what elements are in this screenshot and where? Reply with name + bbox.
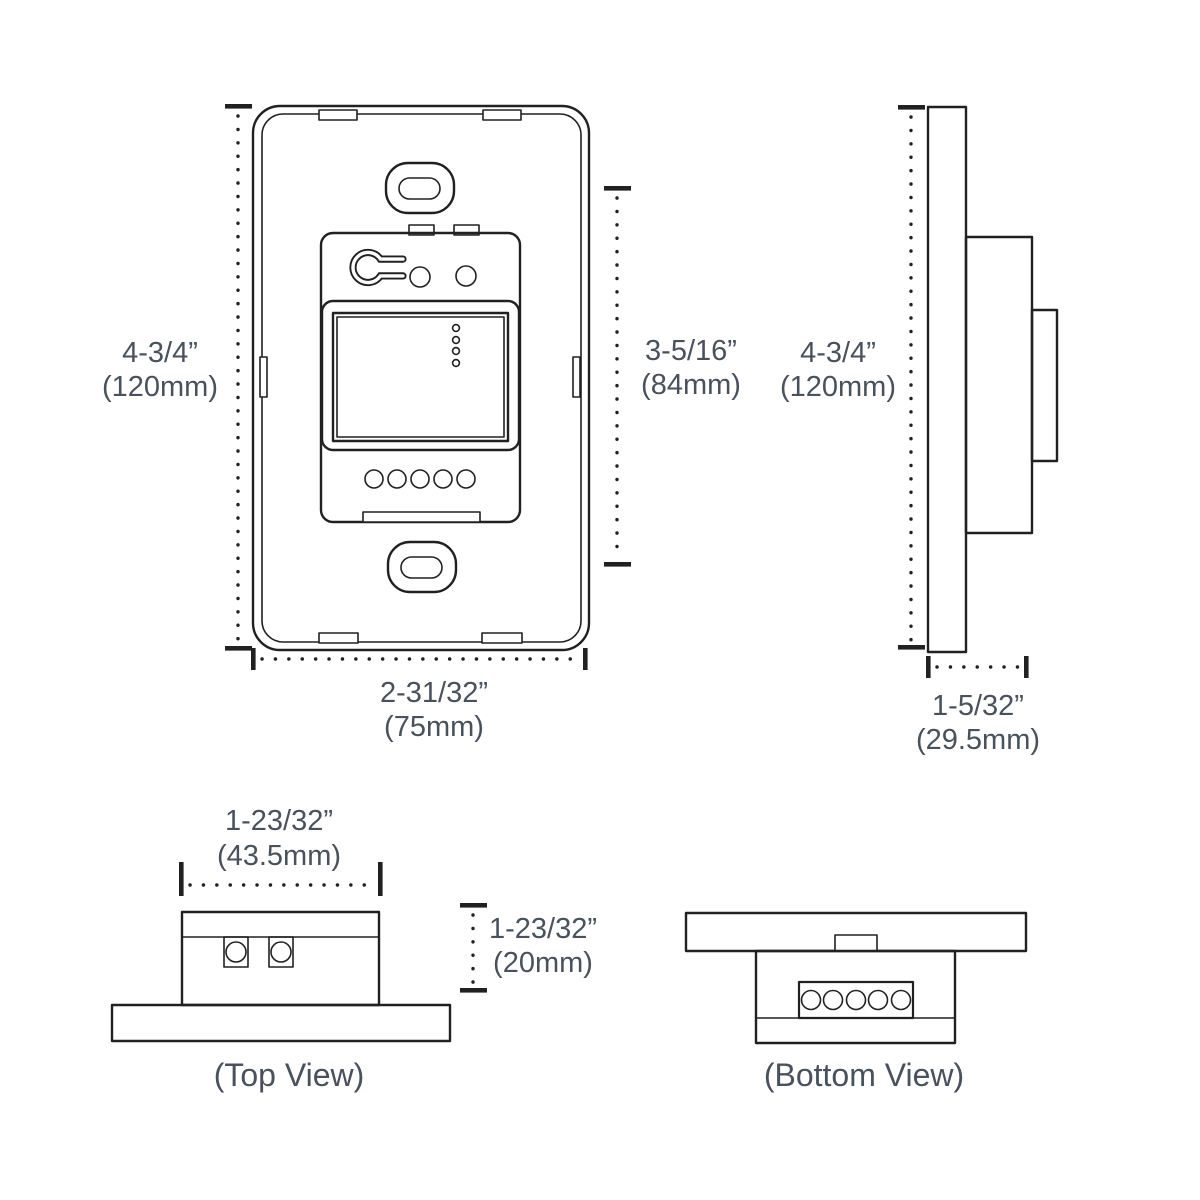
side-plate: [926, 105, 968, 654]
top-body: [180, 910, 381, 1007]
front-width-mm: (75mm): [384, 711, 484, 743]
bottom-body: [754, 949, 957, 1045]
top-view-caption: (Top View): [214, 1057, 365, 1093]
side-depth-mm: (29.5mm): [916, 724, 1040, 756]
module-outline: [319, 231, 522, 524]
top-view: 1-23/32” (43.5mm) 1-23/32” (20mm) (Top V…: [110, 805, 597, 1093]
bottom-mounting-tab: [834, 934, 878, 952]
side-height-in: 4-3/4”: [800, 337, 876, 369]
side-depth-in: 1-5/32”: [932, 690, 1024, 722]
bottom-view: (Bottom View): [684, 911, 1028, 1093]
bottom-view-caption: (Bottom View): [764, 1057, 964, 1093]
plate-bottom-tab-right: [481, 632, 523, 644]
top-depth-dimension: 1-23/32” (20mm): [460, 903, 597, 993]
side-connector-boss: [1030, 308, 1059, 463]
top-plate: [110, 1003, 452, 1043]
front-view: 4-3/4” (120mm) 3-5/16” (84mm) 2-31/32” (…: [102, 104, 741, 743]
front-width-dimension: 2-31/32” (75mm): [251, 648, 588, 743]
module-face-panel: [320, 299, 521, 452]
front-module-height-dimension: 3-5/16” (84mm): [604, 186, 741, 567]
mounting-hole-bottom: [386, 540, 458, 594]
side-body: [964, 235, 1034, 535]
display-window-outer: [331, 311, 510, 443]
top-width-in: 1-23/32”: [225, 805, 333, 837]
top-depth-in: 1-23/32”: [489, 913, 597, 945]
side-depth-dimension: 1-5/32” (29.5mm): [916, 656, 1040, 756]
plate-side-slot-left: [259, 356, 268, 398]
front-height-dimension: 4-3/4” (120mm): [102, 104, 252, 651]
front-plate-inner-line: [261, 113, 582, 643]
led-indicator-dots: [451, 323, 461, 368]
top-width-dimension: 1-23/32” (43.5mm): [179, 805, 383, 896]
side-height-dimension: 4-3/4” (120mm): [780, 105, 925, 650]
plate-side-slot-right: [572, 356, 581, 398]
display-window-inner: [336, 316, 505, 438]
module-bottom-slot: [362, 511, 481, 523]
front-plate-outline: [251, 104, 591, 652]
plate-top-tab-left: [318, 109, 358, 121]
side-view: 4-3/4” (120mm) 1-5/32” (29.5mm): [780, 105, 1059, 756]
top-depth-mm: (20mm): [493, 947, 593, 979]
mounting-hole-top: [384, 161, 456, 215]
module-top-tab-left: [408, 224, 435, 236]
plate-bottom-tab-left: [318, 632, 359, 644]
module-hole-right: [455, 265, 477, 287]
top-width-mm: (43.5mm): [217, 840, 341, 872]
front-module-height-in: 3-5/16”: [645, 335, 737, 367]
module-top-tab-right: [453, 224, 480, 236]
top-screw-posts: [223, 936, 294, 968]
module-hole-left: [409, 266, 431, 288]
keyhole-screw-slot: [349, 248, 407, 287]
front-module-height-mm: (84mm): [641, 369, 741, 401]
switch-module: [319, 224, 522, 524]
front-height-mm: (120mm): [102, 371, 218, 403]
front-height-in: 4-3/4”: [122, 337, 198, 369]
bottom-terminal-block: [797, 980, 915, 1020]
side-height-mm: (120mm): [780, 371, 896, 403]
terminal-holes-row: [364, 469, 476, 489]
front-width-in: 2-31/32”: [380, 677, 488, 709]
plate-top-tab-right: [482, 109, 522, 121]
